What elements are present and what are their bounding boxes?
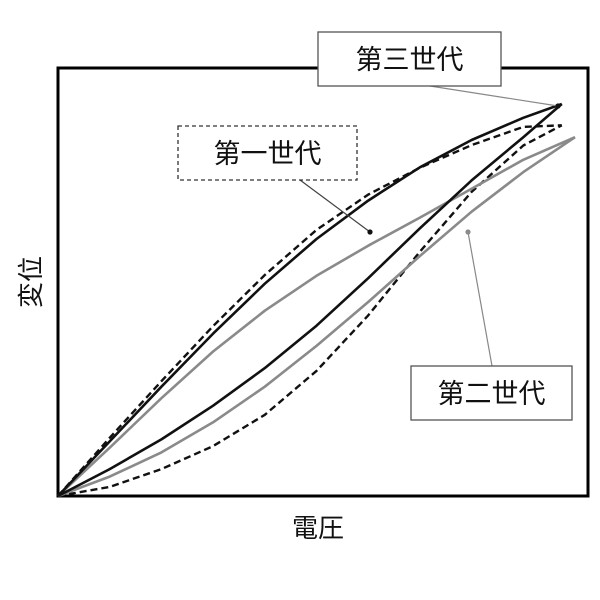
label-text-3: 第三世代 [356,45,464,76]
series-2 [57,136,576,498]
series-3 [57,102,563,498]
leader-line-3 [429,85,559,107]
leader-dot-2 [465,229,471,235]
leader-dot-3 [555,103,561,109]
series-layer [57,102,576,498]
series-3-branch-upper [57,102,563,497]
series-2-branch-lower [57,136,576,498]
series-3-branch-lower [57,103,563,498]
series-1-branch-lower [57,124,563,498]
series-2-branch-upper [57,136,576,497]
x-axis-label: 電圧 [292,514,344,544]
label-text-2: 第二世代 [438,379,546,410]
label-box-3 [317,31,502,87]
leader-line-1 [299,179,371,233]
leader-layer [299,85,561,367]
series-1 [57,124,563,498]
leader-dot-1 [367,229,373,235]
label-text-1: 第一世代 [214,139,322,170]
y-axis-label: 変位 [17,256,47,308]
series-1-branch-upper [57,124,562,497]
label-box-2 [410,365,573,421]
label-box-1 [177,125,358,181]
leader-line-2 [467,231,493,367]
